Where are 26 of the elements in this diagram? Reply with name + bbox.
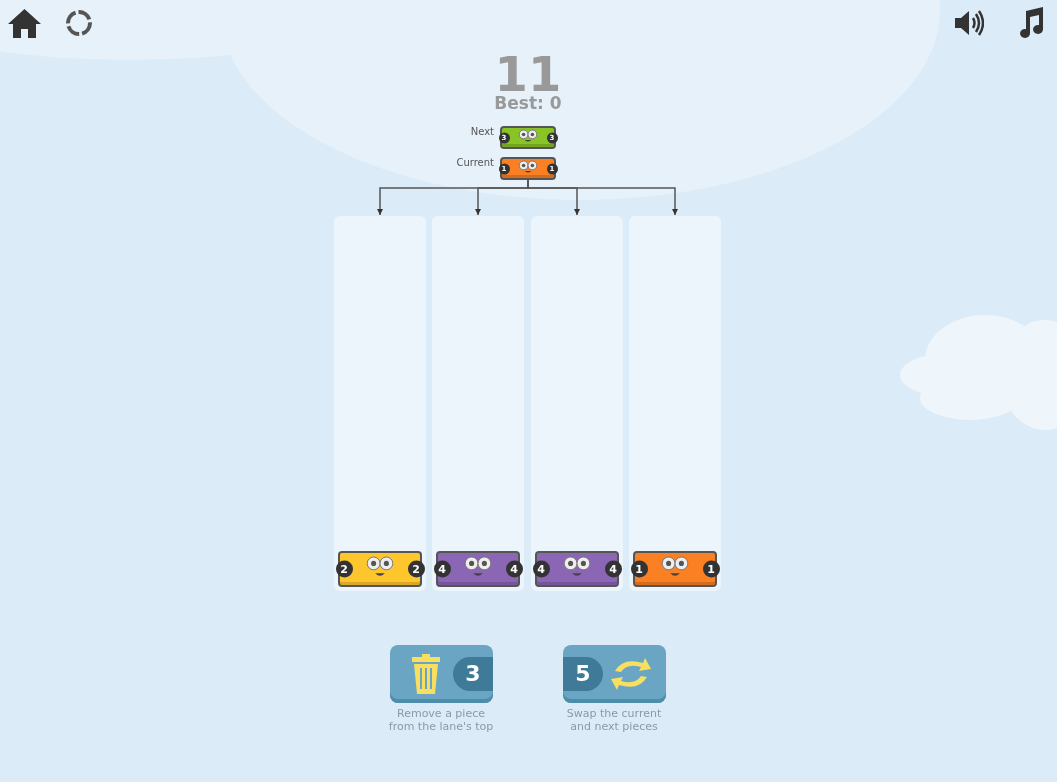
piece-number: 4 [433,560,451,578]
piece-number: 4 [505,560,523,578]
game-piece [633,551,717,587]
game-piece [338,551,422,587]
count-badge: 3 [453,657,493,691]
lane-column [432,216,524,591]
lane-column [629,216,721,591]
lane-column [334,216,426,591]
piece-number: 2 [407,560,425,578]
piece-caption: Current [455,157,494,169]
game-piece [436,551,520,587]
count-badge: 5 [563,657,603,691]
lane-column [531,216,623,591]
button-caption: Swap the current and next pieces [565,707,663,733]
remove-piece-button [390,645,493,703]
button-caption: Remove a piece from the lane's top [387,707,495,733]
piece-number: 1 [702,560,720,578]
piece-number: 1 [630,560,648,578]
piece-number: 2 [335,560,353,578]
piece-number: 4 [604,560,622,578]
game-piece [500,126,556,149]
game-piece [500,157,556,180]
swap-pieces-button [563,645,666,703]
piece-caption: Next [469,126,494,138]
game-piece [535,551,619,587]
piece-number: 4 [532,560,550,578]
